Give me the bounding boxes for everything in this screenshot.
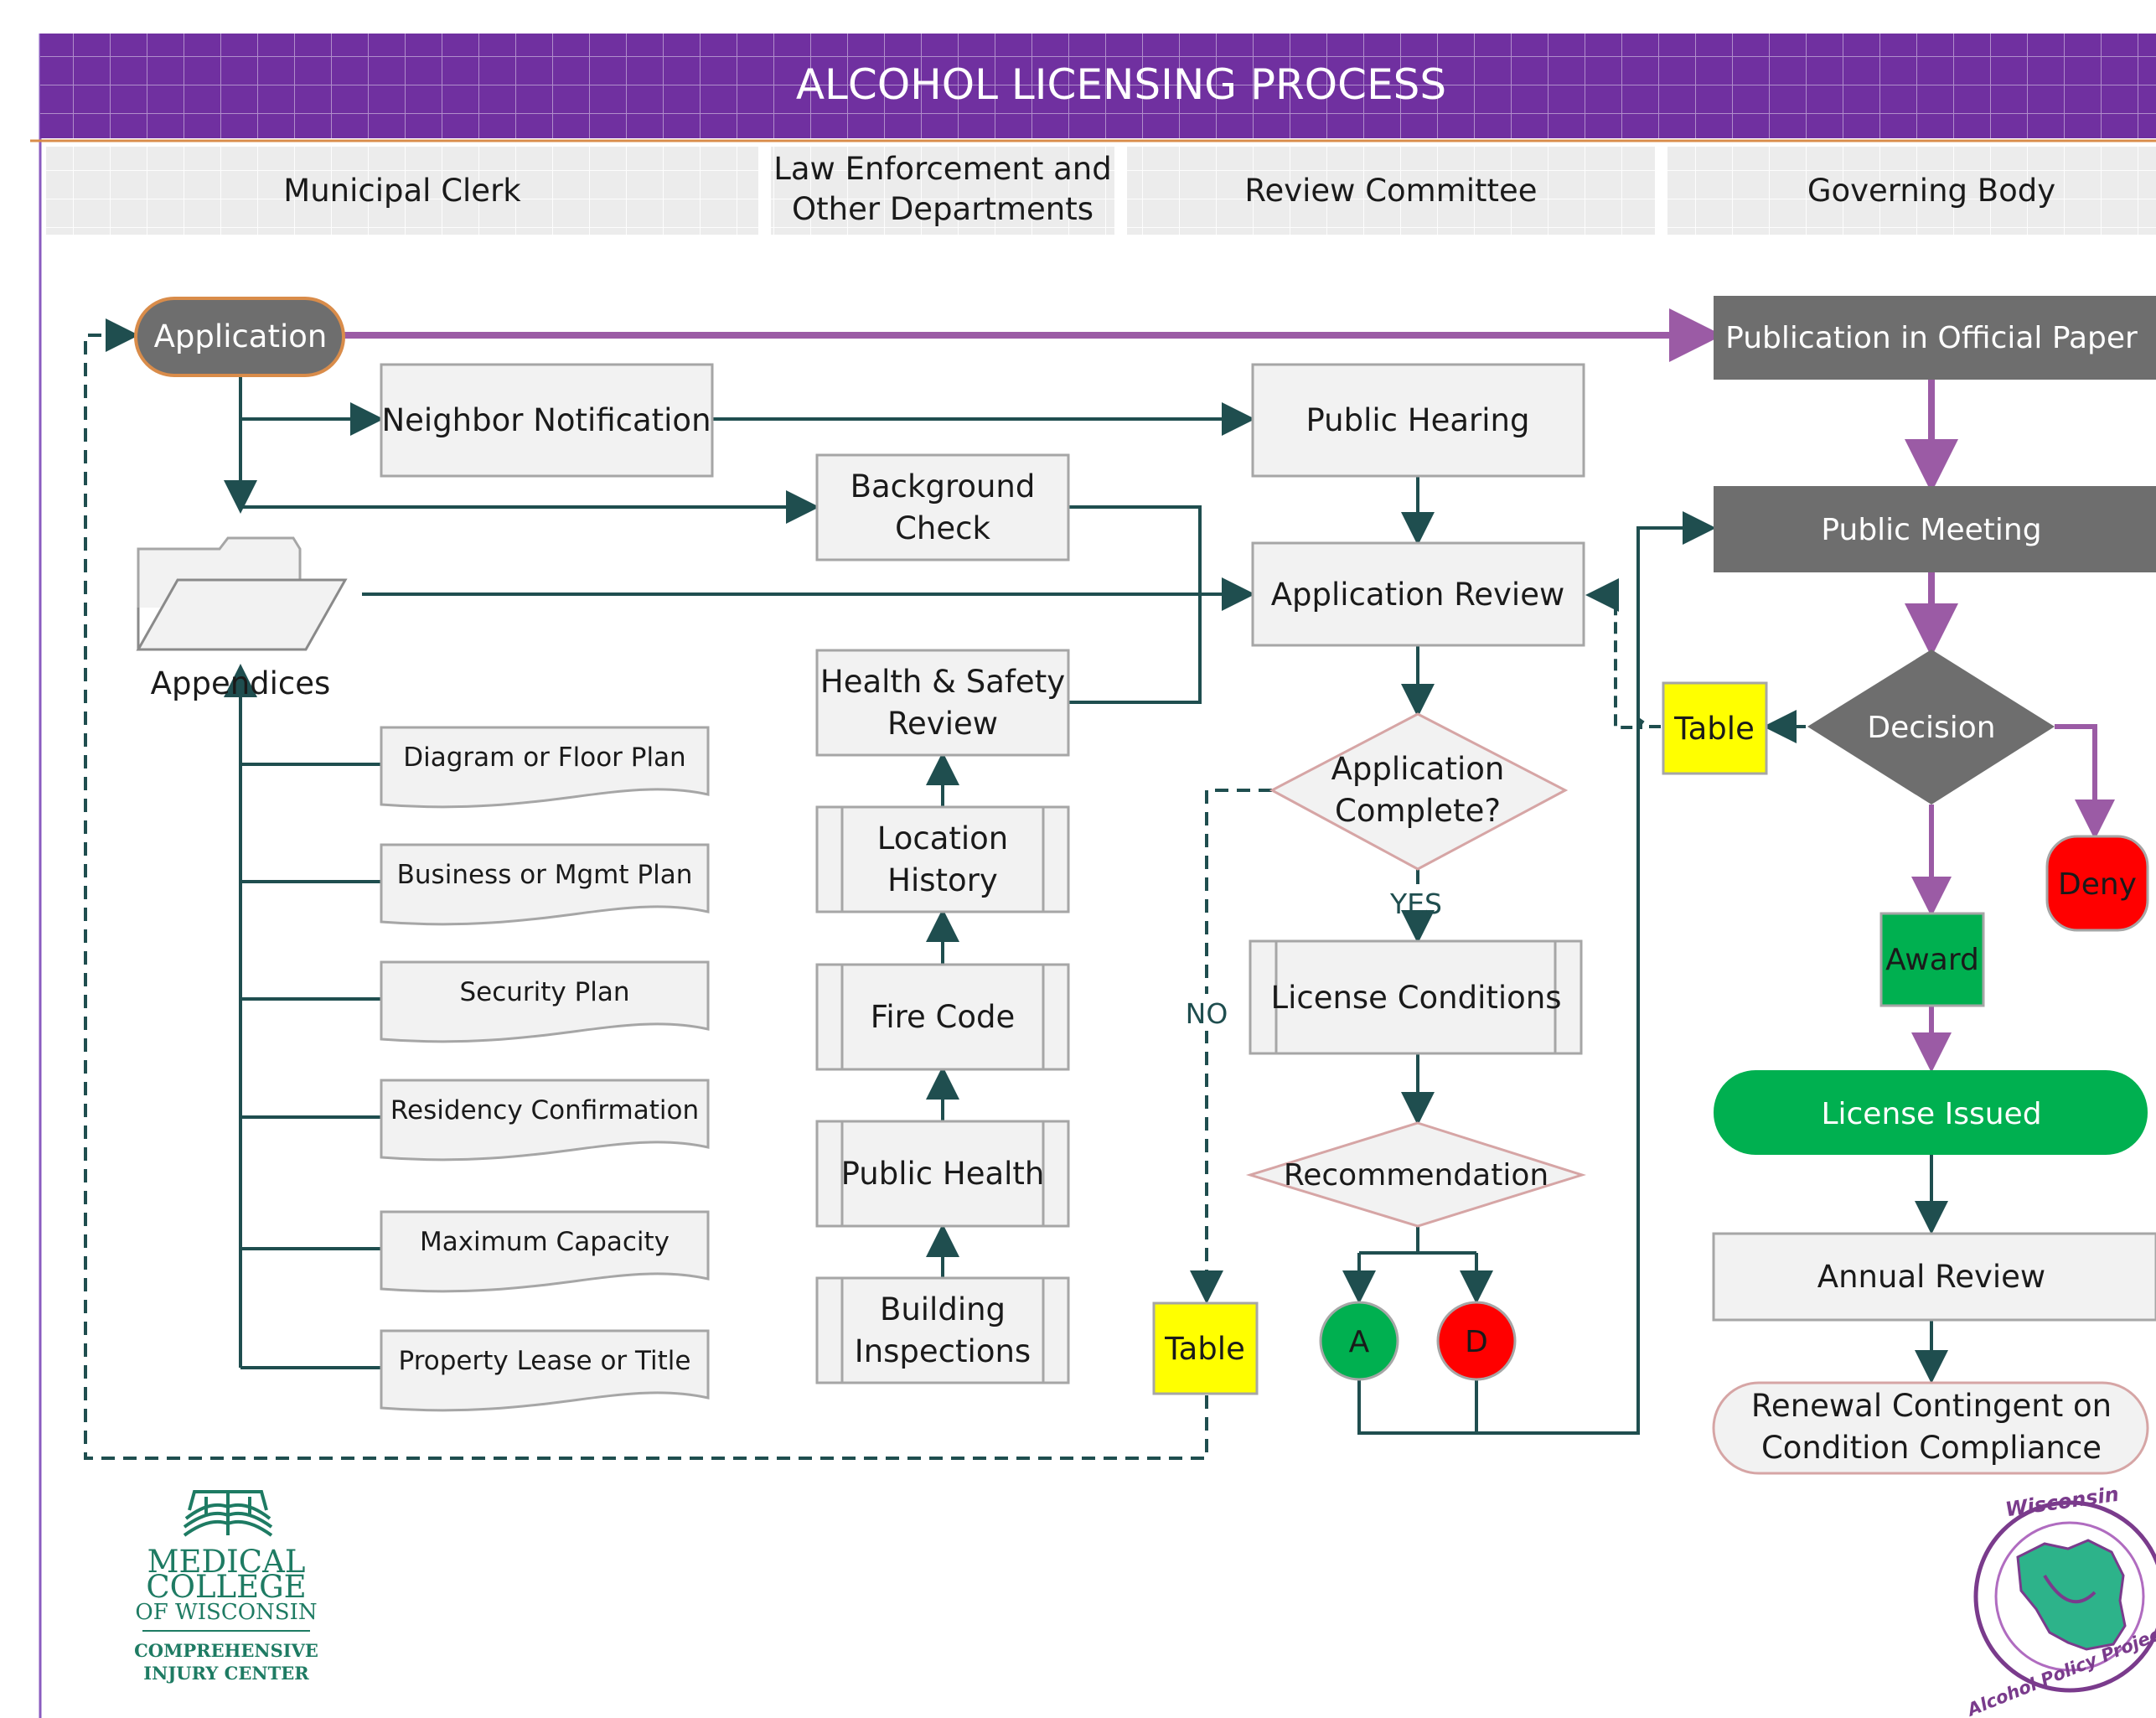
publication-label: Publication in Official Paper <box>1725 321 2138 355</box>
page-title: ALCOHOL LICENSING PROCESS <box>796 60 1446 109</box>
doc-diagram-floor-plan: Diagram or Floor Plan <box>380 726 710 809</box>
annual-review-label: Annual Review <box>1817 1259 2045 1295</box>
node-application: Application <box>134 297 345 377</box>
connector-table-review <box>1585 578 1661 729</box>
node-license-conditions: License Conditions <box>1249 939 1583 1055</box>
table-left-label: Table <box>1164 1331 1245 1367</box>
node-table-right: Table <box>1662 681 1768 775</box>
doc-residency-confirmation: Residency Confirmation <box>380 1079 710 1162</box>
property-lease-label: Property Lease or Title <box>399 1346 691 1376</box>
connector-background-bus <box>1068 505 1202 704</box>
node-deny-d: D <box>1436 1301 1517 1381</box>
mcw-line-2: COLLEGE <box>146 1569 306 1605</box>
mcw-line-4: COMPREHENSIVE <box>134 1640 318 1661</box>
node-approve-a: A <box>1319 1301 1399 1381</box>
no-label: NO <box>1186 997 1228 1030</box>
yes-label: YES <box>1389 887 1442 920</box>
no-label-bg: NO <box>1180 994 1233 1031</box>
business-plan-label: Business or Mgmt Plan <box>397 860 693 890</box>
lane-header-review-committee: Review Committee <box>1127 147 1655 235</box>
node-application-review: Application Review <box>1251 541 1585 647</box>
lane-label-governing-body: Governing Body <box>1807 173 2055 209</box>
lane-header-governing-body: Governing Body <box>1667 147 2156 235</box>
license-conditions-label: License Conditions <box>1270 980 1561 1016</box>
appendices-label: Appendices <box>151 665 331 701</box>
recommendation-label: Recommendation <box>1284 1158 1548 1193</box>
application-review-label: Application Review <box>1271 577 1565 613</box>
title-banner: ALCOHOL LICENSING PROCESS <box>40 34 2156 138</box>
wapp-logo: Wisconsin Alcohol Policy Project <box>1963 1483 2156 1718</box>
lane-label-municipal-clerk: Municipal Clerk <box>283 173 521 209</box>
node-deny: Deny <box>2045 835 2149 932</box>
connector-recommendation-split <box>1359 1226 1476 1255</box>
doc-business-plan: Business or Mgmt Plan <box>380 843 710 926</box>
license-issued-label: License Issued <box>1821 1097 2041 1131</box>
connector-no-table <box>1190 789 1272 1304</box>
residency-confirmation-label: Residency Confirmation <box>390 1095 699 1125</box>
application-label: Application <box>154 318 328 354</box>
node-public-health: Public Health <box>815 1120 1070 1228</box>
node-neighbor-notification: Neighbor Notification <box>380 363 714 478</box>
public-hearing-label: Public Hearing <box>1306 402 1530 438</box>
maximum-capacity-label: Maximum Capacity <box>420 1227 670 1257</box>
node-decision: Decision <box>1807 649 2055 805</box>
mcw-line-1: MEDICAL <box>147 1544 306 1580</box>
mcw-line-3: OF WISCONSIN <box>135 1600 317 1625</box>
connector-ad-public-meeting <box>1357 528 1709 1435</box>
node-appendices: Appendices <box>136 536 348 701</box>
node-annual-review: Annual Review <box>1712 1232 2156 1322</box>
node-fire-code: Fire Code <box>815 963 1070 1071</box>
table-right-label: Table <box>1673 711 1755 747</box>
wisconsin-map-icon <box>2016 1539 2127 1651</box>
node-table-left: Table <box>1152 1301 1259 1395</box>
deny-label: Deny <box>2058 867 2137 902</box>
doc-property-lease: Property Lease or Title <box>380 1329 710 1412</box>
doc-maximum-capacity: Maximum Capacity <box>380 1210 710 1293</box>
connector-decision-deny <box>2055 724 2115 840</box>
book-icon <box>183 1490 273 1537</box>
security-plan-label: Security Plan <box>459 977 629 1007</box>
mcw-logo: MEDICAL COLLEGE OF WISCONSIN COMPREHENSI… <box>134 1490 318 1684</box>
node-publication: Publication in Official Paper <box>1714 296 2156 380</box>
award-label: Award <box>1885 943 1979 977</box>
lane-label-review-committee: Review Committee <box>1244 173 1537 209</box>
connector-table-application <box>84 318 1208 1460</box>
a-label: A <box>1349 1325 1370 1359</box>
diagram-floor-plan-label: Diagram or Floor Plan <box>403 743 685 773</box>
d-label: D <box>1465 1325 1488 1359</box>
fire-code-label: Fire Code <box>871 999 1016 1035</box>
node-license-issued: License Issued <box>1714 1070 2148 1155</box>
decision-label: Decision <box>1867 711 1995 745</box>
public-meeting-label: Public Meeting <box>1821 513 2041 547</box>
connectors <box>84 308 2115 1460</box>
mcw-line-5: INJURY CENTER <box>143 1663 309 1684</box>
doc-security-plan: Security Plan <box>380 960 710 1043</box>
public-health-label: Public Health <box>841 1156 1045 1192</box>
node-public-hearing: Public Hearing <box>1251 363 1585 478</box>
lane-header-municipal-clerk: Municipal Clerk <box>46 147 758 235</box>
folder-icon <box>136 536 348 651</box>
node-public-meeting: Public Meeting <box>1714 486 2156 572</box>
node-recommendation: Recommendation <box>1245 1121 1587 1228</box>
node-award: Award <box>1879 912 1985 1007</box>
neighbor-notification-label: Neighbor Notification <box>381 402 711 438</box>
